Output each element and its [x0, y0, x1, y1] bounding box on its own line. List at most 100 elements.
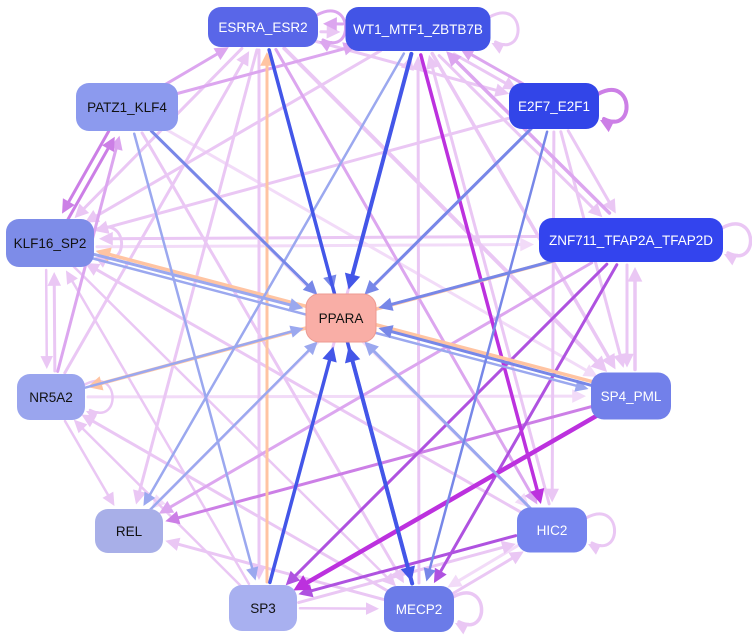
edge-NR5A2-to-SP4_PML[interactable] [86, 389, 587, 403]
edge-E2F7_E2F1-to-WT1_MTF1_ZBTB7B[interactable] [459, 48, 525, 86]
arrowhead [158, 500, 175, 514]
edge-NR5A2-to-KLF16_SP2[interactable] [47, 271, 62, 373]
arrowhead [236, 51, 250, 67]
edge-ZNF711_TFAP2A_TFAP2D-to-SP3[interactable] [285, 262, 609, 586]
arrowhead [213, 47, 229, 60]
edge-HIC2-to-MECP2[interactable] [447, 541, 524, 588]
edge-ESRRA_ESR2-to-KLF16_SP2[interactable] [74, 46, 244, 219]
node-PPARA[interactable]: PPARA [305, 293, 377, 343]
edge-KLF16_SP2-to-ZNF711_TFAP2A_TFAP2D[interactable] [95, 237, 535, 252]
edge-KLF16_SP2-to-NR5A2[interactable] [40, 268, 53, 370]
edge-PATZ1_KLF4-to-ESRRA_ESR2[interactable] [160, 47, 229, 88]
edge-KLF16_SP2-to-PATZ1_KLF4[interactable] [66, 136, 115, 221]
edge-HIC2-to-PPARA[interactable] [364, 341, 533, 511]
arrowhead [364, 341, 379, 357]
edge-SP4_PML-to-SP3[interactable] [293, 411, 602, 591]
self-loop-HIC2[interactable] [584, 512, 616, 555]
node-HIC2[interactable]: HIC2 [517, 507, 587, 553]
arrowhead [447, 574, 463, 588]
node-SP3[interactable]: SP3 [229, 585, 297, 631]
node-shape [229, 585, 297, 631]
arrowhead [446, 51, 462, 67]
arrowhead [102, 491, 115, 507]
edge-KLF16_SP2-to-MECP2[interactable] [72, 265, 397, 587]
edge-ESRRA_ESR2-to-SP4_PML[interactable] [282, 46, 608, 373]
nodes-layer: ESRRA_ESR2 WT1_MTF1_ZBTB7B E2F7_E2F1 PATZ1_… [6, 7, 723, 632]
arrowhead [62, 198, 75, 214]
edge-WT1_MTF1_ZBTB7B-to-E2F7_E2F1[interactable] [452, 52, 518, 90]
edge-PATZ1_KLF4-to-SP3[interactable] [133, 132, 259, 581]
node-REL[interactable]: REL [95, 509, 163, 553]
node-KLF16_SP2[interactable]: KLF16_SP2 [6, 219, 94, 267]
edge-SP4_PML-to-ZNF711_TFAP2A_TFAP2D[interactable] [627, 267, 643, 372]
edge-ESRRA_ESR2-to-REL[interactable] [133, 48, 259, 505]
arrowhead [378, 297, 394, 311]
edge-ZNF711_TFAP2A_TFAP2D-to-REL[interactable] [158, 261, 594, 514]
edge-PATZ1_KLF4-to-SP4_PML[interactable] [160, 125, 598, 377]
edge-E2F7_E2F1-to-PPARA[interactable] [364, 127, 533, 295]
edge-ZNF711_TFAP2A_TFAP2D-to-KLF16_SP2[interactable] [98, 231, 538, 246]
arrowhead [102, 136, 115, 153]
edge-SP3-to-ESRRA_ESR2[interactable] [260, 52, 274, 584]
edge-HIC2-to-WT1_MTF1_ZBTB7B[interactable] [426, 54, 551, 506]
edge-HIC2-to-KLF16_SP2[interactable] [85, 263, 525, 515]
edge-WT1_MTF1_ZBTB7B-to-ESRRA_ESR2[interactable] [323, 17, 345, 31]
edge-ZNF711_TFAP2A_TFAP2D-to-PPARA[interactable] [378, 256, 567, 311]
edge-WT1_MTF1_ZBTB7B-to-ZNF711_TFAP2A_TFAP2D[interactable] [437, 54, 603, 218]
node-NR5A2[interactable]: NR5A2 [17, 374, 85, 420]
edge-E2F7_E2F1-to-MECP2[interactable] [423, 130, 549, 582]
arrowhead [411, 55, 425, 70]
edge-NR5A2-to-REL[interactable] [63, 419, 115, 507]
arrowhead [133, 489, 147, 505]
arrowhead [601, 353, 616, 370]
node-MECP2[interactable]: MECP2 [384, 586, 454, 632]
edge-ESRRA_ESR2-to-WT1_MTF1_ZBTB7B[interactable] [319, 25, 341, 39]
arrowhead [494, 83, 510, 97]
edge-SP3-to-NR5A2[interactable] [73, 419, 243, 589]
edge-MECP2-to-WT1_MTF1_ZBTB7B[interactable] [411, 55, 425, 585]
edge-WT1_MTF1_ZBTB7B-to-REL[interactable] [143, 52, 406, 506]
node-shape [76, 83, 178, 131]
edge-SP3-to-PPARA[interactable] [268, 346, 337, 585]
self-loop-WT1_MTF1_ZBTB7B[interactable] [488, 11, 520, 54]
edge-PATZ1_KLF4-to-PPARA[interactable] [149, 129, 318, 295]
node-SP4_PML[interactable]: SP4_PML [591, 372, 671, 420]
edge-E2F7_E2F1-to-HIC2[interactable] [545, 130, 559, 503]
node-WT1_MTF1_ZBTB7B[interactable]: WT1_MTF1_ZBTB7B [345, 7, 491, 51]
arrowhead [319, 40, 333, 52]
node-E2F7_E2F1[interactable]: E2F7_E2F1 [509, 83, 599, 129]
node-shape [509, 83, 599, 129]
edge-ZNF711_TFAP2A_TFAP2D-to-WT1_MTF1_ZBTB7B[interactable] [446, 51, 612, 215]
edge-SP4_PML-to-REL[interactable] [165, 405, 594, 525]
node-shape [305, 293, 377, 343]
edge-KLF16_SP2-to-PPARA[interactable] [91, 252, 304, 312]
node-shape [208, 7, 318, 47]
arrowhead [600, 119, 615, 133]
edge-SP4_PML-to-PPARA[interactable] [378, 325, 594, 387]
edge-MECP2-to-HIC2[interactable] [448, 551, 524, 597]
edge-SP3-to-MECP2[interactable] [298, 602, 380, 615]
node-shape [384, 586, 454, 632]
node-PATZ1_KLF4[interactable]: PATZ1_KLF4 [76, 83, 178, 131]
arrowhead [455, 622, 470, 635]
arrowhead [288, 298, 304, 312]
arrowhead [322, 346, 337, 363]
edge-NR5A2-to-PPARA[interactable] [84, 325, 304, 389]
edge-E2F7_E2F1-to-ZNF711_TFAP2A_TFAP2D[interactable] [566, 129, 616, 214]
edge-WT1_MTF1_ZBTB7B-to-PPARA[interactable] [344, 51, 414, 290]
edge-SP3-to-KLF16_SP2[interactable] [65, 270, 251, 586]
edge-WT1_MTF1_ZBTB7B-to-HIC2[interactable] [419, 53, 545, 505]
edge-WT1_MTF1_ZBTB7B-to-SP4_PML[interactable] [430, 51, 616, 370]
node-ZNF711_TFAP2A_TFAP2D[interactable]: ZNF711_TFAP2A_TFAP2D [539, 218, 723, 262]
edge-WT1_MTF1_ZBTB7B-to-KLF16_SP2[interactable] [84, 49, 383, 223]
self-loop-ZNF711_TFAP2A_TFAP2D[interactable] [720, 222, 752, 266]
edge-REL-to-PPARA[interactable] [148, 341, 318, 512]
self-loop-MECP2[interactable] [451, 591, 484, 635]
arrowhead [433, 567, 447, 584]
edge-PATZ1_KLF4-to-KLF16_SP2[interactable] [62, 129, 111, 214]
edge-ZNF711_TFAP2A_TFAP2D-to-MECP2[interactable] [433, 263, 619, 584]
self-loop-E2F7_E2F1[interactable] [596, 88, 629, 133]
node-shape [6, 219, 94, 267]
node-ESRRA_ESR2[interactable]: ESRRA_ESR2 [208, 7, 318, 47]
